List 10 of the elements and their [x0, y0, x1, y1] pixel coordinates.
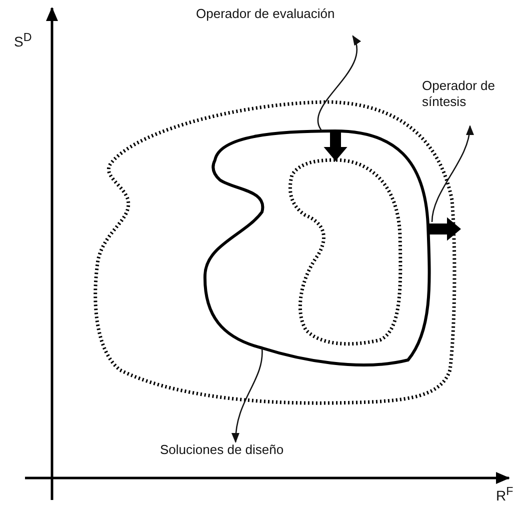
callout-text: Soluciones de diseño	[160, 442, 285, 458]
callout-text: Operador de síntesis	[422, 78, 496, 110]
thick-down-arrow	[324, 131, 348, 161]
axis-label: R$^{F}$	[496, 484, 514, 504]
axis-label: S$^{D}$	[14, 30, 32, 50]
thick-right-arrow	[428, 217, 461, 241]
inner-dotted-outline	[288, 158, 402, 346]
callout-text: Operador de evaluación	[196, 6, 336, 22]
leader-line	[232, 348, 263, 443]
solid-outline	[204, 130, 431, 366]
